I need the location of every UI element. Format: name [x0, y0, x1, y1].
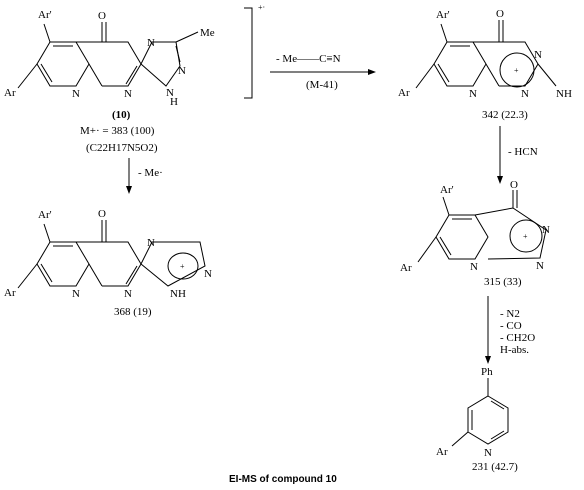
step4-line-4: H-abs.	[500, 344, 529, 356]
f315-n-bottom: N	[536, 260, 544, 272]
compound-10-structure	[17, 7, 253, 99]
f342-ar-prime: Ar'	[436, 9, 450, 21]
fragment-231-label: 231 (42.7)	[472, 461, 518, 473]
f368-n-pyrimidine: N	[124, 288, 132, 300]
f342-ar: Ar	[398, 87, 410, 99]
f368-n-triazole: N	[204, 268, 212, 280]
arrowhead-step3	[497, 176, 503, 184]
f368-oxygen: O	[98, 208, 106, 220]
f231-ar: Ar	[436, 446, 448, 458]
f342-charge: +	[514, 66, 519, 75]
molecular-formula: (C22H17N5O2)	[86, 142, 158, 154]
f315-n-top: N	[542, 224, 550, 236]
f368-charge: +	[180, 262, 185, 271]
f315-oxygen: O	[510, 179, 518, 191]
c10-n-pyrimidine: N	[124, 88, 132, 100]
compound-number-label: (10)	[112, 109, 131, 121]
c10-nh-h: H	[170, 96, 178, 108]
fragment-368-label: 368 (19)	[114, 306, 152, 318]
step4-line-3: - CH2O	[500, 332, 535, 344]
fragment-342-label: 342 (22.3)	[482, 109, 528, 121]
fragment-315-structure	[417, 190, 547, 263]
f231-n: N	[484, 447, 492, 459]
c10-oxygen: O	[98, 10, 106, 22]
f315-ar: Ar	[400, 262, 412, 274]
step3-label: - HCN	[508, 146, 538, 158]
f315-n-pyridine: N	[470, 261, 478, 273]
f368-ar: Ar	[4, 287, 16, 299]
c10-n-triazole: N	[178, 65, 186, 77]
f368-nh-h: H	[178, 288, 186, 300]
fragment-342-structure	[415, 20, 557, 89]
fragment-315-label: 315 (33)	[484, 276, 522, 288]
c10-charge-mark: +·	[258, 3, 265, 12]
f342-n-pyridine: N	[469, 88, 477, 100]
f231-phenyl: Ph	[481, 366, 493, 378]
f368-ar-prime: Ar'	[38, 209, 52, 221]
fragment-231-structure	[451, 378, 509, 447]
c10-n-bridge: N	[147, 37, 155, 49]
c10-n-pyridine: N	[72, 88, 80, 100]
step2-label: - Me·	[138, 167, 163, 179]
f368-n-pyridine: N	[72, 288, 80, 300]
c10-methyl: Me	[200, 27, 215, 39]
arrowhead-step2	[126, 186, 132, 194]
step1-sublabel: (M-41)	[306, 79, 338, 91]
f342-nh: NH	[556, 88, 572, 100]
f368-n-bridge: N	[147, 237, 155, 249]
fragment-368-structure	[17, 220, 206, 289]
f368-nh-n: N	[170, 288, 178, 300]
c10-ar: Ar	[4, 87, 16, 99]
step1-label: - Me——C≡N	[276, 53, 341, 65]
f315-ar-prime: Ar'	[440, 184, 454, 196]
arrowhead-step1	[368, 69, 376, 75]
f342-n-top: N	[534, 49, 542, 61]
molecular-ion-line: M+· = 383 (100)	[80, 125, 155, 137]
c10-nh-n: N	[166, 87, 174, 99]
f342-n-bottom: N	[521, 88, 529, 100]
f342-oxygen: O	[496, 8, 504, 20]
step4-line-1: - N2	[500, 308, 520, 320]
step4-line-2: - CO	[500, 320, 522, 332]
c10-ar-prime: Ar'	[38, 9, 52, 21]
figure-caption: EI-MS of compound 10	[229, 474, 337, 485]
f315-charge: +	[523, 232, 528, 241]
arrowhead-step4	[485, 356, 491, 364]
